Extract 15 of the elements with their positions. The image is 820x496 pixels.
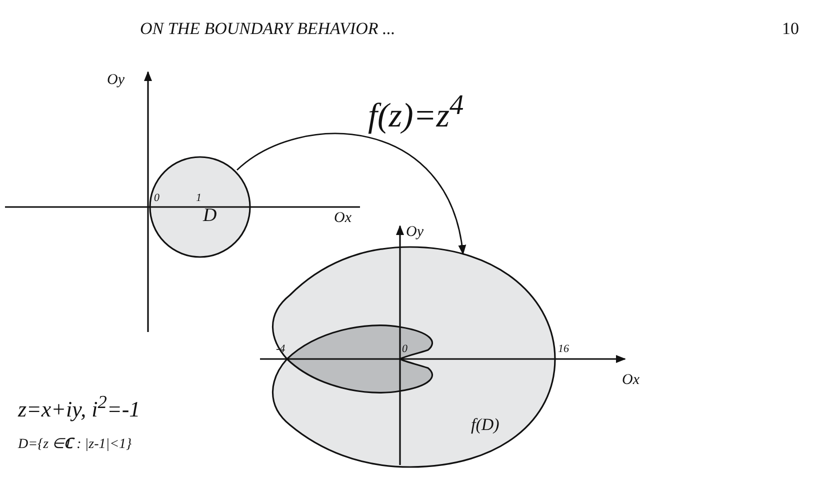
mapping-arrow [236, 133, 466, 255]
formula-text: D={z ∈ℂ : |z-1|<1} [18, 438, 132, 452]
running-header: ON THE BOUNDARY BEHAVIOR ... [140, 20, 396, 37]
axis-label: Oy [107, 73, 124, 88]
axis-label: Ox [622, 373, 640, 388]
tick-label: 1 [196, 193, 202, 204]
region-label: D [203, 206, 217, 225]
edge-label: f(z)=z$^{4}$ [368, 92, 464, 134]
tick-label: 16 [558, 344, 569, 355]
region-label: f(D) [471, 416, 500, 433]
formula-text: z=x+iy, i$^{2}$=-1 [18, 393, 140, 420]
tick-label: 0 [402, 344, 408, 355]
page-number: 10 [782, 20, 799, 37]
tick-label: 0 [154, 193, 160, 204]
axis-label: Ox [334, 211, 352, 226]
